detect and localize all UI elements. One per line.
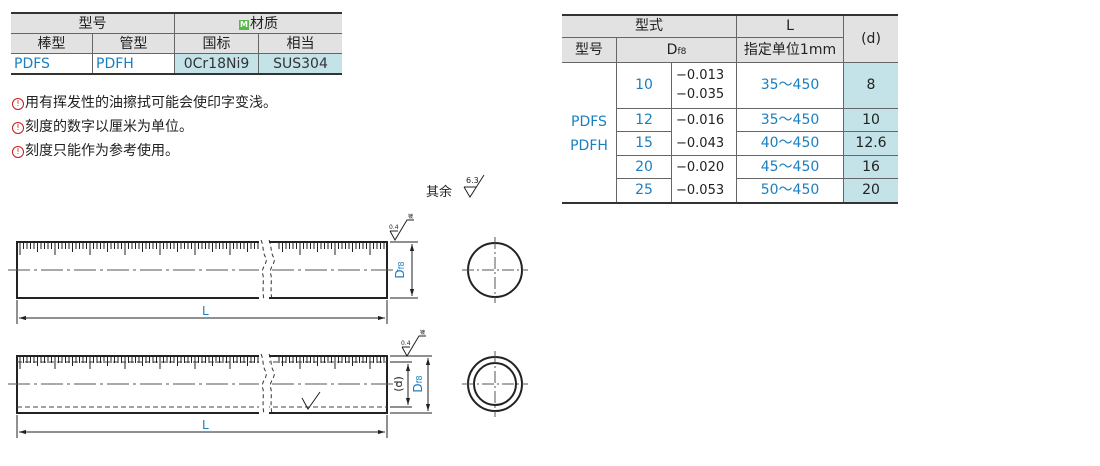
rod-end-view — [462, 237, 528, 303]
tube-side-view — [8, 350, 398, 417]
tube-end-view — [462, 351, 528, 417]
roughness-symbol-icon — [463, 174, 485, 198]
notes: !用有挥发性的油擦拭可能会使印字变浅。 !刻度的数字以厘米为单位。 !刻度只能作… — [12, 94, 277, 166]
warning-icon: ! — [12, 122, 24, 134]
roughness-value-tube: 0.4 — [401, 340, 411, 347]
warning-icon: ! — [12, 98, 24, 110]
roughness-symbol-icon — [401, 335, 426, 357]
note-item: !刻度的数字以厘米为单位。 — [12, 118, 277, 142]
tolerance: −0.013−0.035 — [671, 61, 737, 109]
tube-model: PDFH — [92, 53, 175, 75]
tube-d-label: (d) — [392, 376, 405, 392]
type-header: 型式 — [562, 14, 737, 38]
L-range: 50～450 — [736, 178, 844, 203]
col-gb: 国标 — [174, 33, 259, 54]
material-equiv: SUS304 — [258, 53, 342, 75]
d-header: (d) — [843, 14, 898, 63]
rod-side-view — [8, 236, 398, 302]
d-value: 20 — [843, 178, 898, 203]
tube-L-label: L — [202, 418, 209, 432]
roughness-value-rod: 0.4 — [389, 224, 399, 231]
d-value: 8 — [843, 61, 898, 109]
d-value: 16 — [843, 154, 898, 180]
tolerance: −0.020−0.053 — [671, 154, 737, 203]
rod-D-label: Df8 — [393, 261, 407, 278]
roughness-value-rest: 6.3 — [466, 176, 479, 185]
D-value: 10 — [616, 61, 672, 109]
tube-D-label: Df8 — [411, 375, 425, 392]
material-badge-icon: M — [239, 19, 249, 30]
note-item: !用有挥发性的油擦拭可能会使印字变浅。 — [12, 94, 277, 118]
spec-table: 型式 L (d) 型号 Df8 指定单位1mm PDFS PDFH 10 −0.… — [562, 14, 898, 204]
L-range: 35～450 — [736, 61, 844, 109]
material-gb: 0Cr18Ni9 — [174, 53, 259, 75]
rest-roughness-label: 其余 — [426, 185, 453, 200]
unit-header: 指定单位1mm — [736, 36, 844, 63]
col-equiv: 相当 — [258, 33, 342, 54]
D-value: 25 — [616, 178, 672, 203]
roughness-symbol-icon — [389, 219, 414, 241]
model-cell: PDFS PDFH — [562, 61, 617, 203]
material-header-label: 材质 — [250, 15, 278, 32]
roughness-mark-tube: 镀 — [420, 329, 425, 336]
roughness-mark-rod: 镀 — [408, 213, 413, 220]
d-value: 12.6 — [843, 131, 898, 156]
tolerance: −0.016−0.043 — [671, 107, 737, 156]
note-item: !刻度只能作为参考使用。 — [12, 142, 277, 166]
tube-scale-ticks — [19, 357, 385, 369]
L-range: 45～450 — [736, 154, 844, 180]
d-value: 10 — [843, 107, 898, 132]
D-value: 20 — [616, 154, 672, 180]
D-value: 15 — [616, 131, 672, 156]
rod-scale-ticks — [19, 243, 385, 255]
rod-model: PDFS — [11, 53, 93, 75]
model-header: 型号 — [562, 36, 617, 63]
warning-icon: ! — [12, 146, 24, 158]
rod-L-label: L — [202, 304, 209, 318]
